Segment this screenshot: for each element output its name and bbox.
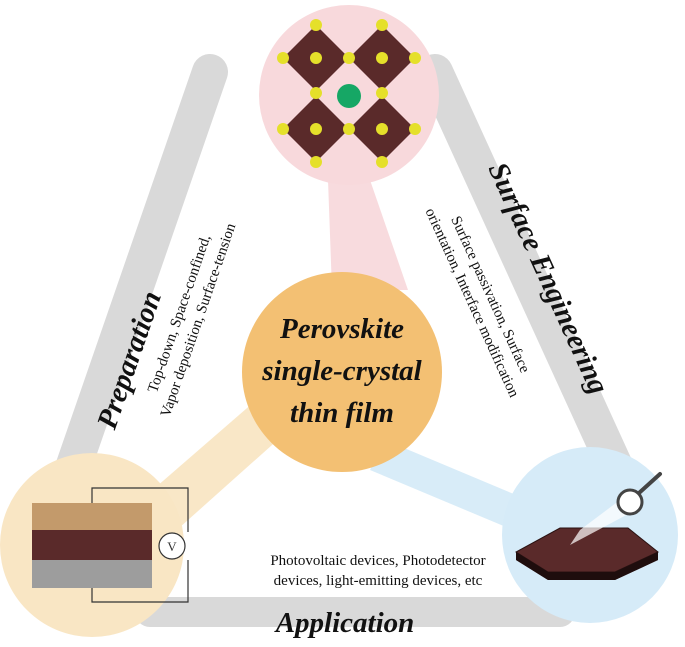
center-circle: [242, 272, 442, 472]
preparation-band: [37, 54, 228, 538]
triangle-frame: [37, 54, 653, 627]
halide-atom: [376, 52, 388, 64]
halide-atom: [343, 123, 355, 135]
halide-atom: [376, 156, 388, 168]
top-connector: [328, 180, 408, 290]
application-desc-line2: devices, light-emitting devices, etc: [274, 573, 483, 589]
halide-atom: [310, 87, 322, 99]
halide-atom: [310, 52, 322, 64]
substrate-layer: [32, 560, 152, 588]
halide-atom: [376, 123, 388, 135]
halide-atom: [376, 87, 388, 99]
top-electrode-layer: [32, 503, 152, 530]
light-beam: [570, 500, 632, 545]
halide-atom: [409, 52, 421, 64]
a-site-atom: [337, 84, 361, 108]
application-title: Application: [274, 607, 415, 639]
magnifier-icon: [616, 472, 662, 516]
circuit-wire: [91, 560, 189, 603]
film-edge: [516, 552, 548, 580]
voltmeter-label: V: [167, 539, 177, 554]
surface-engineering-band: [417, 54, 653, 528]
application-description: Photovoltaic devices, Photodetector devi…: [270, 553, 485, 589]
film-edge: [615, 552, 658, 580]
halide-atom: [277, 123, 289, 135]
halide-atom: [310, 19, 322, 31]
right-connector: [370, 440, 540, 535]
halide-atom: [376, 19, 388, 31]
center-title-line3: thin film: [290, 397, 394, 429]
center-title: Perovskite single-crystal thin film: [261, 313, 422, 429]
halide-atom: [277, 52, 289, 64]
device-stack-icon: V: [32, 487, 189, 603]
halide-atom: [310, 156, 322, 168]
perovskite-layer: [32, 530, 152, 560]
perovskite-crystal-icon: [277, 19, 421, 168]
center-title-line1: Perovskite: [279, 313, 404, 345]
halide-atom: [310, 123, 322, 135]
film-edge: [548, 572, 615, 580]
single-crystal-film-icon: [515, 500, 659, 580]
circuit-wire: [91, 487, 189, 532]
halide-atom: [409, 123, 421, 135]
application-desc-line1: Photovoltaic devices, Photodetector: [270, 553, 485, 569]
voltmeter-icon: [158, 532, 186, 560]
halide-atom: [343, 52, 355, 64]
center-title-line2: single-crystal: [261, 355, 422, 387]
